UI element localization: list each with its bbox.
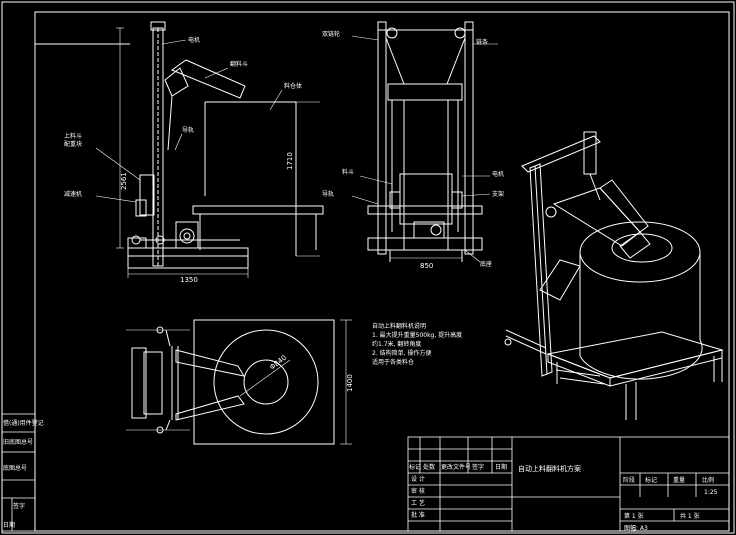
title-row-label: 处数 [423, 463, 435, 471]
left-strip-label: 借(通)用件登记 [3, 419, 44, 427]
front-label: 减速机 [64, 190, 82, 198]
dim-bin-height: 1710 [286, 152, 294, 170]
title-sign-row: 设 计 [411, 475, 425, 483]
front-label: 翻料斗 [230, 60, 248, 68]
dim-plan-size: 1400 [346, 374, 354, 392]
title-right-header: 重量 [673, 476, 685, 484]
notes-line: 1. 最大提升重量500kg, 提升高度 [372, 331, 462, 339]
side-label: 导轨 [322, 190, 334, 198]
front-label: 料仓体 [284, 82, 302, 90]
title-sign-row: 批 准 [411, 511, 425, 519]
title-row-label: 更改文件号 [441, 463, 471, 471]
title-block [407, 436, 730, 532]
isometric-view [504, 131, 724, 420]
title-row-label: 签字 [472, 463, 484, 471]
side-label: 电机 [492, 170, 504, 178]
side-label: 料斗 [342, 168, 354, 176]
front-label: 上料斗 [64, 132, 82, 140]
left-strip [1, 413, 36, 532]
sheet-total: 共 1 张 [680, 512, 700, 520]
side-label: 链条 [476, 38, 488, 46]
sheet-number: 第 1 张 [624, 512, 644, 520]
title-sign-row: 工 艺 [411, 499, 425, 507]
dim-side-width: 850 [420, 262, 433, 270]
front-label: 电机 [188, 36, 200, 44]
dim-front-width: 1350 [180, 276, 198, 284]
drawing-title: 自动上料翻料机方案 [518, 464, 581, 473]
notes-line: 适用于各类料仓 [372, 358, 414, 366]
front-label: 导轨 [182, 126, 194, 134]
title-right-header: 比例 [702, 476, 714, 484]
notes-line: 约1.7米, 翻转角度 [372, 340, 421, 348]
side-label: 双链轮 [322, 30, 340, 38]
dim-front-height: 2561 [120, 172, 128, 190]
notes-title: 自动上料翻料机说明 [372, 322, 426, 330]
plan-view [126, 319, 352, 445]
front-view [95, 21, 324, 278]
side-label: 支架 [492, 190, 504, 198]
title-right-header: 标记 [645, 476, 657, 484]
title-row-label: 日期 [495, 463, 507, 471]
left-strip-label: 签字 [13, 502, 25, 510]
left-strip-label: 旧底图总号 [3, 438, 33, 446]
left-strip-label: 日期 [3, 521, 15, 529]
side-view [351, 21, 498, 263]
left-strip-label: 底图总号 [3, 464, 27, 472]
title-sign-row: 审 核 [411, 487, 425, 495]
notes-line: 2. 结构简单, 操作方便 [372, 349, 431, 357]
drawing-scale: 1:25 [704, 489, 718, 496]
front-label: 配重块 [64, 140, 82, 148]
title-row-label: 标记 [409, 463, 421, 471]
side-label: 底座 [480, 260, 492, 268]
paper-size: 图幅: A3 [624, 524, 648, 532]
title-right-header: 阶段 [623, 476, 635, 484]
